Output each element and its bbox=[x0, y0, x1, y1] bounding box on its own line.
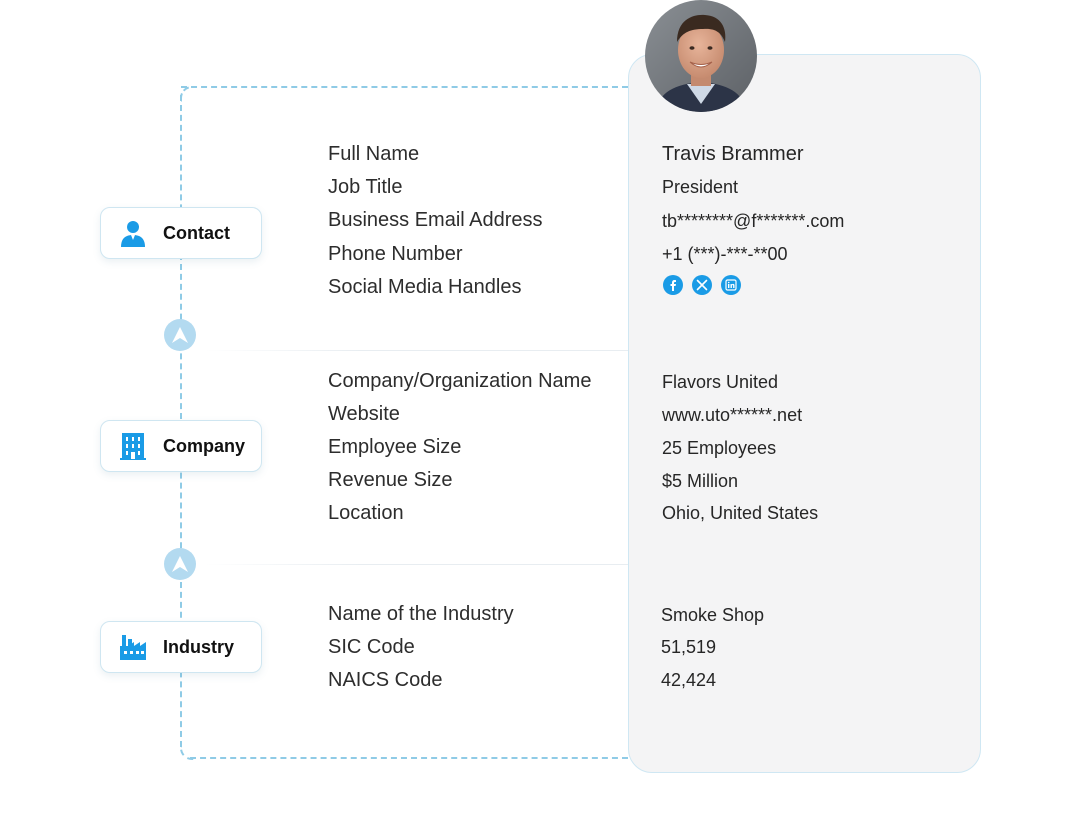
field-value: Ohio, United States bbox=[662, 503, 819, 523]
field-label: Location bbox=[328, 502, 404, 524]
connector-line-top bbox=[181, 86, 628, 88]
arrow-up-icon bbox=[164, 548, 196, 580]
field-value: 25 Employees bbox=[662, 438, 777, 458]
value-panel bbox=[628, 54, 981, 773]
contact-pill-label: Contact bbox=[163, 222, 230, 243]
field-label: Full Name bbox=[328, 143, 420, 165]
field-label: Company/Organization Name bbox=[328, 370, 592, 392]
company-pill-label: Company bbox=[163, 435, 246, 456]
contact-pill[interactable]: Contact bbox=[100, 207, 262, 259]
field-value: tb********@f*******.com bbox=[662, 211, 845, 231]
field-label: Job Title bbox=[328, 176, 403, 198]
field-label: Phone Number bbox=[328, 243, 463, 265]
field-label: Website bbox=[328, 403, 400, 425]
connector-line-bottom bbox=[190, 757, 628, 759]
section-divider bbox=[205, 350, 981, 351]
field-value: Travis Brammer bbox=[662, 143, 804, 165]
x-twitter-icon[interactable] bbox=[692, 275, 712, 295]
field-label: SIC Code bbox=[328, 636, 415, 658]
field-label: NAICS Code bbox=[328, 669, 443, 691]
field-value: www.uto******.net bbox=[662, 405, 803, 425]
arrow-up-icon bbox=[164, 319, 196, 351]
field-label: Revenue Size bbox=[328, 469, 453, 491]
industry-pill-label: Industry bbox=[163, 636, 235, 657]
field-label: Employee Size bbox=[328, 436, 462, 458]
factory-icon bbox=[117, 631, 149, 663]
field-label: Social Media Handles bbox=[328, 276, 522, 298]
field-value: $5 Million bbox=[662, 471, 739, 491]
avatar bbox=[645, 0, 757, 112]
field-value: Flavors United bbox=[662, 372, 779, 392]
industry-pill[interactable]: Industry bbox=[100, 621, 262, 673]
field-value: Smoke Shop bbox=[661, 605, 765, 625]
company-pill[interactable]: Company bbox=[100, 420, 262, 472]
section-divider bbox=[205, 564, 981, 565]
social-icons bbox=[663, 275, 741, 295]
person-icon bbox=[117, 217, 149, 249]
field-value: President bbox=[662, 177, 739, 197]
field-label: Business Email Address bbox=[328, 209, 543, 231]
field-label: Name of the Industry bbox=[328, 603, 514, 625]
linkedin-icon[interactable] bbox=[721, 275, 741, 295]
facebook-icon[interactable] bbox=[663, 275, 683, 295]
field-value: +1 (***)-***-**00 bbox=[662, 244, 788, 264]
building-icon bbox=[117, 430, 149, 462]
connector-corner-bottom bbox=[180, 745, 196, 760]
field-value: 42,424 bbox=[661, 670, 717, 690]
field-value: 51,519 bbox=[661, 637, 717, 657]
connector-corner-top bbox=[180, 86, 196, 102]
